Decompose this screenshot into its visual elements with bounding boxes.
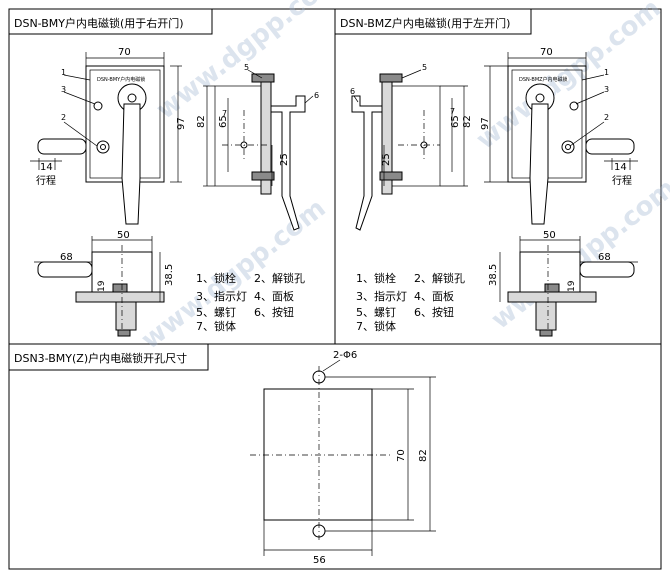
svg-text:5: 5 xyxy=(422,63,427,72)
dim-left-50: 50 xyxy=(117,230,130,241)
hole-spec: 2-Φ6 xyxy=(333,350,357,361)
legend-right: 1、锁栓 2、解锁孔 3、指示灯 4、面板 5、螺钉 6、按钮 7、锁体 xyxy=(356,271,465,333)
svg-text:5: 5 xyxy=(244,63,249,72)
svg-text:4、面板: 4、面板 xyxy=(254,289,294,303)
dim-left-82: 82 xyxy=(196,115,207,128)
plate-label-right: DSN-BMZ户内电磁锁 xyxy=(519,76,568,83)
svg-text:1: 1 xyxy=(61,68,66,77)
left-top-view: 50 68 38.5 19 xyxy=(34,230,175,337)
svg-text:1、锁栓: 1、锁栓 xyxy=(356,271,396,285)
svg-text:2、解锁孔: 2、解锁孔 xyxy=(254,271,305,285)
svg-text:5、螺钉: 5、螺钉 xyxy=(356,306,396,319)
svg-text:7、锁体: 7、锁体 xyxy=(356,319,396,333)
dim-right-82: 82 xyxy=(462,115,473,128)
right-side-view: 82 65 25 5 6 7 xyxy=(350,63,473,231)
dim-right-70: 70 xyxy=(540,47,553,58)
plate-label-left: DSN-BMY户内电磁锁 xyxy=(97,76,145,83)
dim-right-14: 14 xyxy=(614,162,627,173)
dim-left-65: 65 xyxy=(218,115,229,128)
dim-left-25: 25 xyxy=(279,153,290,166)
svg-text:2、解锁孔: 2、解锁孔 xyxy=(414,271,465,285)
title-bottom: DSN3-BMY(Z)户内电磁锁开孔尺寸 xyxy=(14,351,187,365)
dim-right-65: 65 xyxy=(450,115,461,128)
dim-left-97: 97 xyxy=(176,117,187,130)
svg-text:1: 1 xyxy=(604,68,609,77)
dim-left-19: 19 xyxy=(97,280,107,292)
dim-right-68: 68 xyxy=(598,252,611,263)
svg-text:7、锁体: 7、锁体 xyxy=(196,319,236,333)
svg-text:6、按钮: 6、按钮 xyxy=(254,305,294,319)
svg-text:4、面板: 4、面板 xyxy=(414,289,454,303)
right-top-view: 50 68 38.5 19 xyxy=(488,230,638,337)
svg-text:2: 2 xyxy=(61,113,66,122)
cutout-drawing: 2-Φ6 70 82 56 xyxy=(250,350,436,566)
svg-text:1、锁栓: 1、锁栓 xyxy=(196,271,236,285)
svg-text:5、螺钉: 5、螺钉 xyxy=(196,306,236,319)
dim-left-38-5: 38.5 xyxy=(164,264,175,286)
legend-left: 1、锁栓 2、解锁孔 3、指示灯 4、面板 5、螺钉 6、按钮 7、锁体 xyxy=(196,271,305,333)
svg-text:3: 3 xyxy=(604,85,609,94)
svg-text:2: 2 xyxy=(604,113,609,122)
title-right: DSN-BMZ户内电磁锁(用于左开门) xyxy=(340,16,510,30)
dim-right-50: 50 xyxy=(543,230,556,241)
stroke-label-left: 行程 xyxy=(36,174,56,187)
svg-text:6: 6 xyxy=(350,87,355,96)
dim-left-70: 70 xyxy=(118,47,131,58)
svg-text:7: 7 xyxy=(450,107,455,116)
svg-text:3、指示灯: 3、指示灯 xyxy=(356,289,407,303)
dim-right-25: 25 xyxy=(381,153,392,166)
right-front-view: 70 DSN-BMZ户内电磁锁 14 行程 97 1 3 2 xyxy=(480,47,638,225)
dim-cut-82: 82 xyxy=(418,449,429,462)
svg-text:6: 6 xyxy=(314,91,319,100)
stroke-label-right: 行程 xyxy=(612,174,632,187)
dim-cut-56: 56 xyxy=(313,555,326,566)
svg-text:3: 3 xyxy=(61,85,66,94)
dim-left-14: 14 xyxy=(40,162,53,173)
frames xyxy=(8,8,662,570)
left-side-view: 82 65 25 5 6 7 xyxy=(196,63,319,231)
title-left: DSN-BMY户内电磁锁(用于右开门) xyxy=(14,16,184,30)
dim-right-97: 97 xyxy=(480,117,491,130)
dim-left-68: 68 xyxy=(60,252,73,263)
svg-text:6、按钮: 6、按钮 xyxy=(414,305,454,319)
svg-text:7: 7 xyxy=(222,109,227,118)
dim-right-38-5: 38.5 xyxy=(488,264,499,286)
dim-cut-70: 70 xyxy=(396,449,407,462)
left-front-view: 70 DSN-BMY户内电磁锁 14 行程 97 1 3 2 xyxy=(30,47,187,225)
svg-text:3、指示灯: 3、指示灯 xyxy=(196,289,247,303)
dim-right-19: 19 xyxy=(567,280,577,292)
